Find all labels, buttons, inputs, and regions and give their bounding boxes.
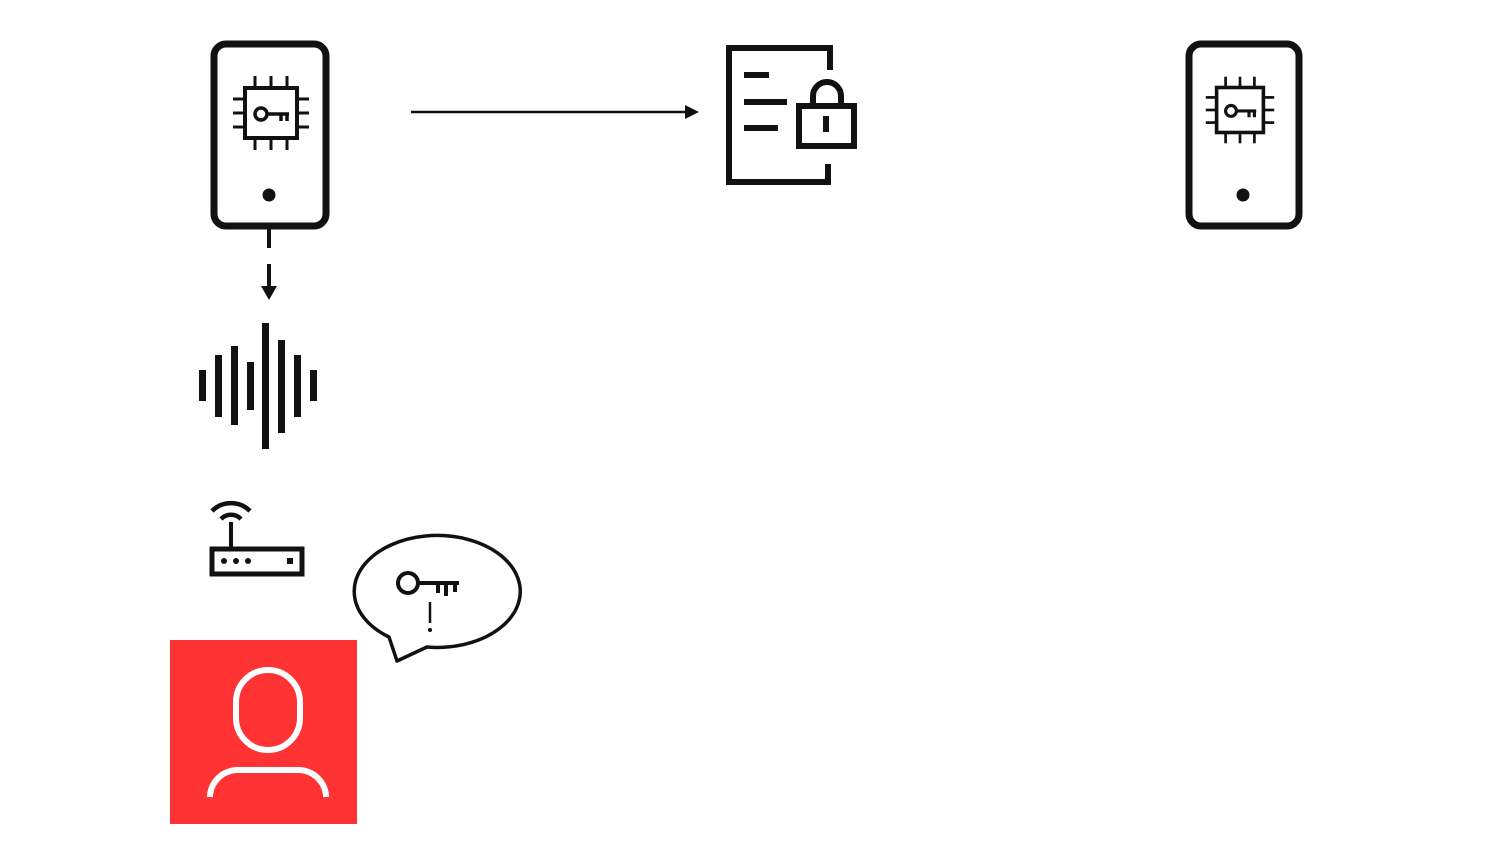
sound-wave-icon <box>199 323 317 449</box>
locked-document-icon <box>726 45 857 185</box>
wifi-router-icon <box>209 500 305 577</box>
arrow-right-icon <box>411 105 699 119</box>
phone-with-key-chip-icon <box>1185 40 1303 230</box>
speech-bubble-key-alert-icon <box>352 533 522 663</box>
phone-with-key-chip-icon <box>210 40 330 230</box>
dashed-arrow-down-icon <box>261 228 277 300</box>
user-icon <box>170 640 357 824</box>
